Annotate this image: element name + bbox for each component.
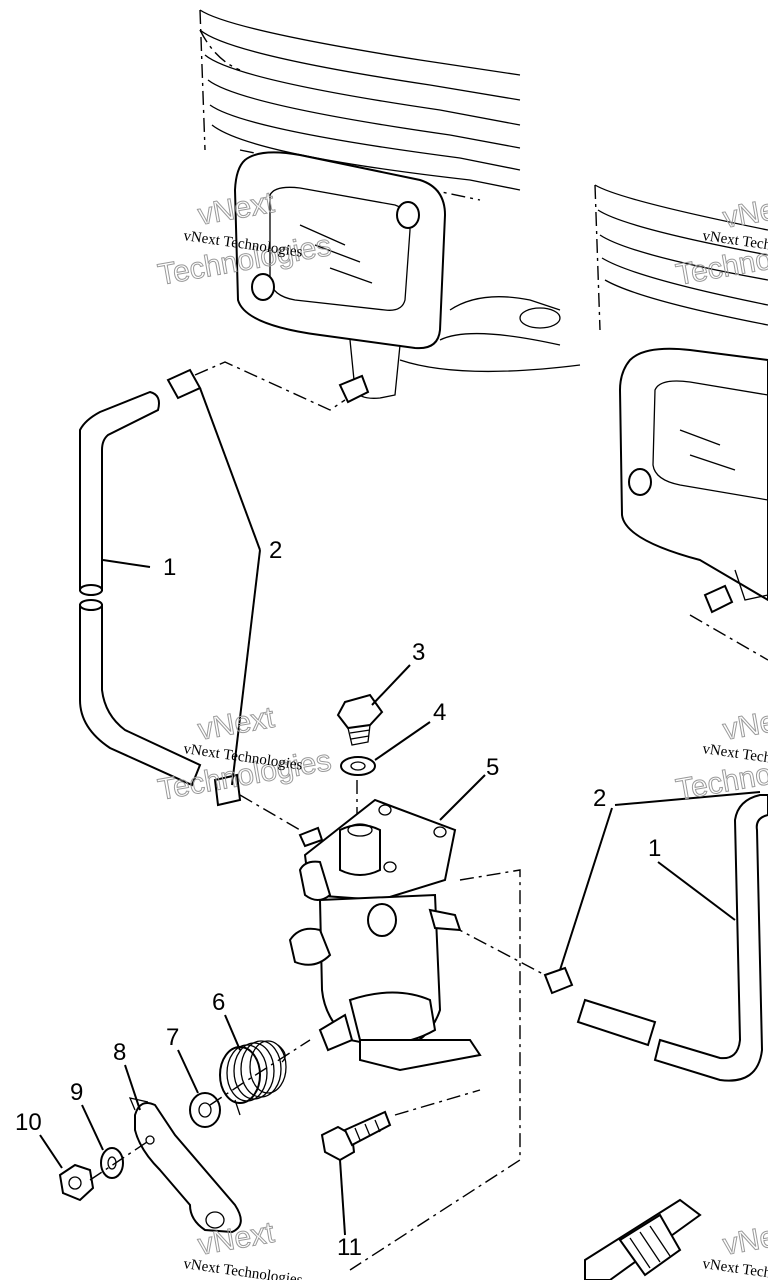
callout-8-lever: 8 — [113, 1039, 126, 1066]
callout-2-clamp-right: 2 — [593, 785, 606, 812]
watermark-small-5: vNext Technologies — [182, 1256, 303, 1280]
mounting-outline — [349, 869, 521, 1271]
drive-shaft — [584, 1198, 702, 1280]
watermark-big-3a: vNext — [195, 701, 277, 747]
washer-part-9 — [100, 1147, 124, 1179]
callout-1-hose-right: 1 — [648, 835, 661, 862]
watermark-big-6a: vNext — [720, 1216, 768, 1262]
oil-pump-part-5 — [288, 798, 482, 1072]
routing-lines — [194, 361, 546, 976]
watermark-big-2a: vNext — [720, 189, 768, 235]
callout-10-nut: 10 — [15, 1109, 42, 1136]
lever-axis-line — [89, 1039, 311, 1181]
callout-3-bolt: 3 — [412, 639, 425, 666]
callout-9-washer: 9 — [70, 1079, 83, 1106]
callout-7-washer: 7 — [166, 1024, 179, 1051]
callouts: 1 2 3 4 5 2 1 6 7 8 9 10 11 — [15, 537, 661, 1261]
washer-part-4 — [340, 756, 376, 776]
callout-6-spring: 6 — [212, 989, 225, 1016]
spring-part-6 — [219, 1040, 287, 1116]
callout-1-hose-left: 1 — [163, 554, 176, 581]
watermark-big-4a: vNext — [720, 701, 768, 747]
screw-part-11 — [320, 1110, 392, 1162]
oil-hose-left — [79, 368, 242, 807]
cylinder-right — [594, 184, 768, 661]
leader-lines — [39, 387, 761, 1236]
bolt-part-3 — [336, 693, 384, 746]
callout-4-washer: 4 — [433, 699, 446, 726]
lever-part-8 — [128, 1097, 242, 1234]
nut-part-10 — [58, 1163, 95, 1202]
washer-part-7 — [189, 1092, 221, 1128]
exhaust-flange-left — [233, 151, 447, 404]
oil-hose-right — [543, 794, 768, 1082]
callout-5-oil-pump: 5 — [486, 754, 499, 781]
callout-11-screw: 11 — [337, 1234, 362, 1261]
callout-2-clamp-left: 2 — [269, 537, 282, 564]
watermark-small-6: vNext Technologies — [701, 1256, 768, 1280]
